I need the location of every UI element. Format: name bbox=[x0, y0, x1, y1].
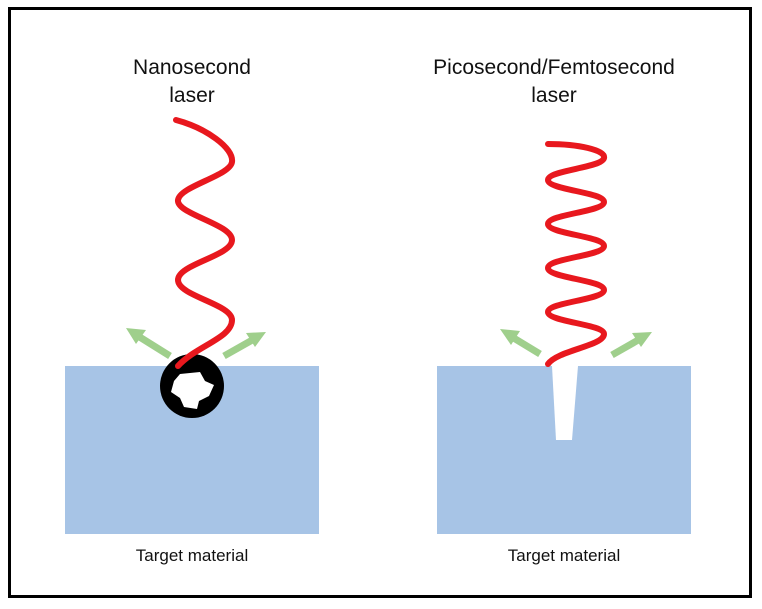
ejecta-arrow-left bbox=[126, 328, 172, 359]
ultrafast-panel bbox=[437, 141, 691, 534]
clean-ablation-hole bbox=[552, 366, 578, 440]
ablation-crater bbox=[171, 372, 214, 409]
ejecta-arrow-right bbox=[610, 332, 652, 359]
laser-beam-long-pulse bbox=[173, 117, 236, 369]
nanosecond-panel bbox=[65, 117, 319, 534]
panel-title-nanosecond: Nanosecond laser bbox=[133, 56, 251, 107]
target-material-caption-left: Target material bbox=[135, 546, 249, 565]
ejecta-arrow-left bbox=[500, 329, 542, 357]
target-material-caption-right: Target material bbox=[507, 546, 621, 565]
laser-beam-short-pulse bbox=[544, 141, 608, 367]
ejecta-arrow-right bbox=[222, 332, 266, 360]
panel-title-ultrafast: Picosecond/Femtosecond laser bbox=[433, 56, 675, 107]
